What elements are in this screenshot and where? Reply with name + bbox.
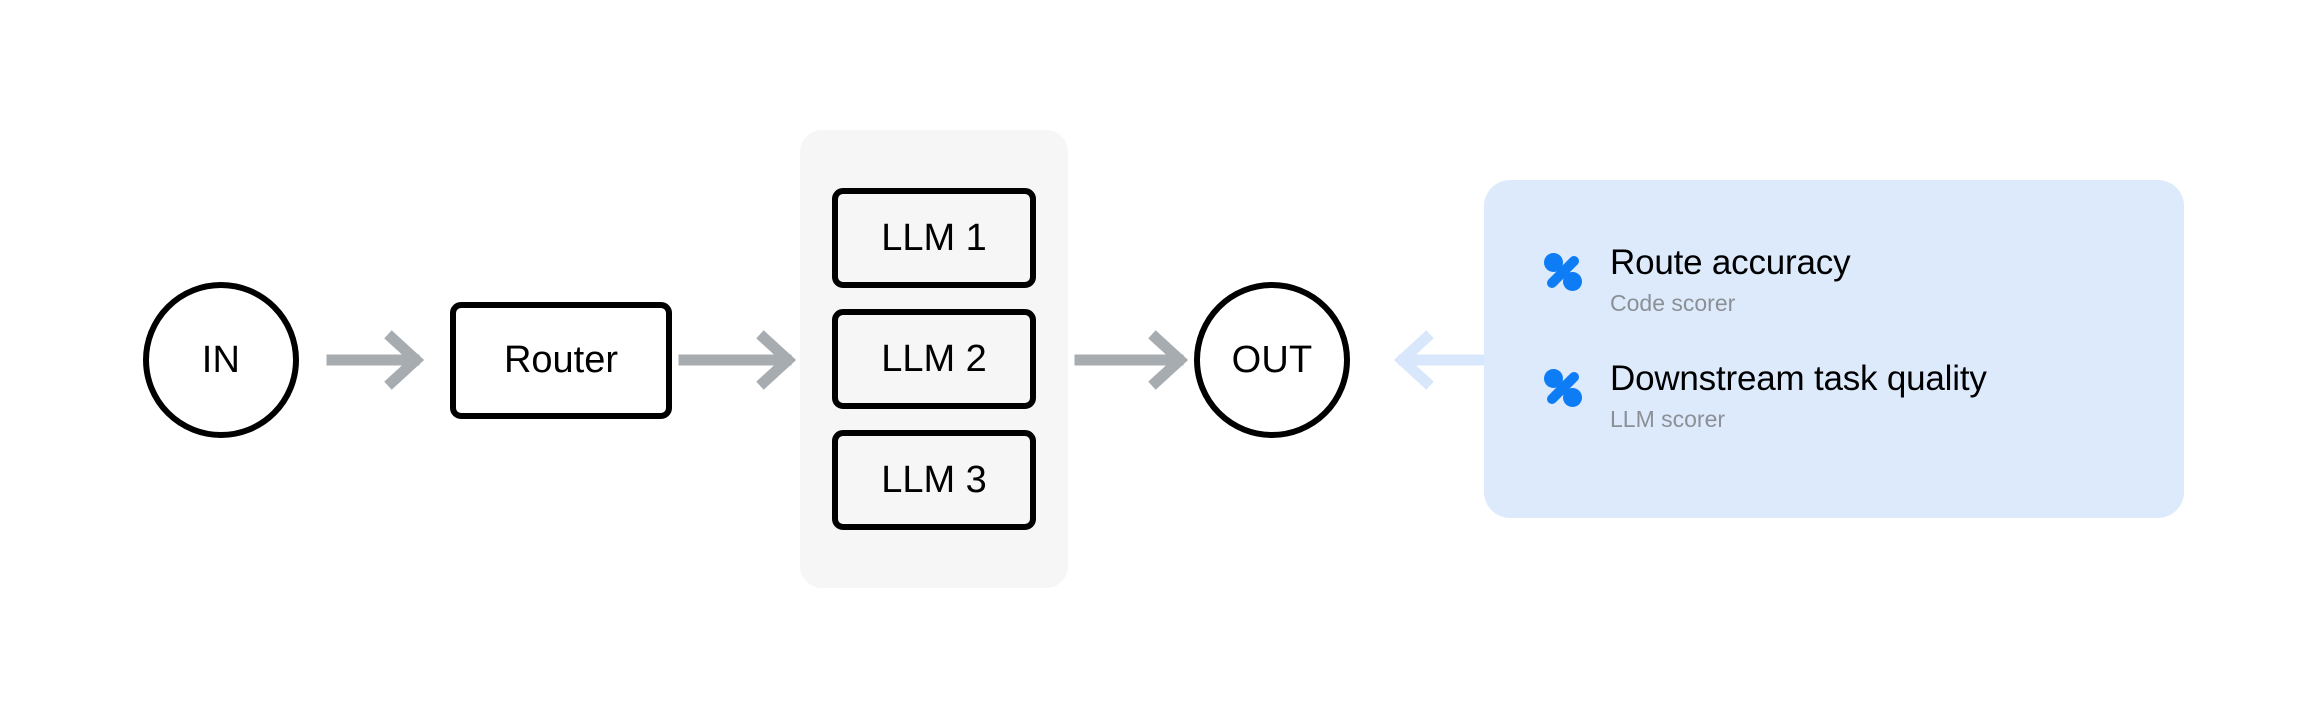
node-output[interactable]: OUT xyxy=(1194,282,1350,438)
arrow-router-to-llm-group xyxy=(678,330,802,390)
percent-icon xyxy=(1542,251,1584,293)
llm-box-2[interactable]: LLM 2 xyxy=(832,309,1036,409)
scorer-title: Downstream task quality xyxy=(1610,359,1987,398)
scorer-text-block: Route accuracy Code scorer xyxy=(1610,242,1851,320)
node-input[interactable]: IN xyxy=(143,282,299,438)
node-router-label: Router xyxy=(503,339,619,381)
scorer-subtitle: LLM scorer xyxy=(1610,406,1726,432)
scorer-list: Route accuracy Code scorer Downstream ta… xyxy=(1542,242,2184,436)
node-router[interactable]: Router xyxy=(450,302,672,419)
arrow-llm-group-to-out xyxy=(1074,330,1194,390)
percent-icon xyxy=(1542,367,1584,409)
scorer-item-route-accuracy[interactable]: Route accuracy Code scorer xyxy=(1542,242,2184,320)
llm-box-2-label: LLM 2 xyxy=(881,337,987,380)
scorer-item-downstream-task-quality[interactable]: Downstream task quality LLM scorer xyxy=(1542,358,2184,436)
scorer-subtitle: Code scorer xyxy=(1610,290,1736,316)
llm-box-3[interactable]: LLM 3 xyxy=(832,430,1036,530)
arrow-in-to-router xyxy=(326,330,426,390)
node-output-label: OUT xyxy=(1231,338,1313,381)
arrow-scorers-to-out xyxy=(1386,330,1494,390)
llm-box-1-label: LLM 1 xyxy=(881,216,987,259)
llm-box-1[interactable]: LLM 1 xyxy=(832,188,1036,288)
scorer-panel: Route accuracy Code scorer Downstream ta… xyxy=(1484,180,2184,518)
node-input-label: IN xyxy=(201,338,241,381)
scorer-title: Route accuracy xyxy=(1610,243,1851,282)
llm-group-container: LLM 1 LLM 2 LLM 3 xyxy=(800,130,1068,588)
scorer-text-block: Downstream task quality LLM scorer xyxy=(1610,358,1987,436)
llm-box-3-label: LLM 3 xyxy=(881,458,987,501)
